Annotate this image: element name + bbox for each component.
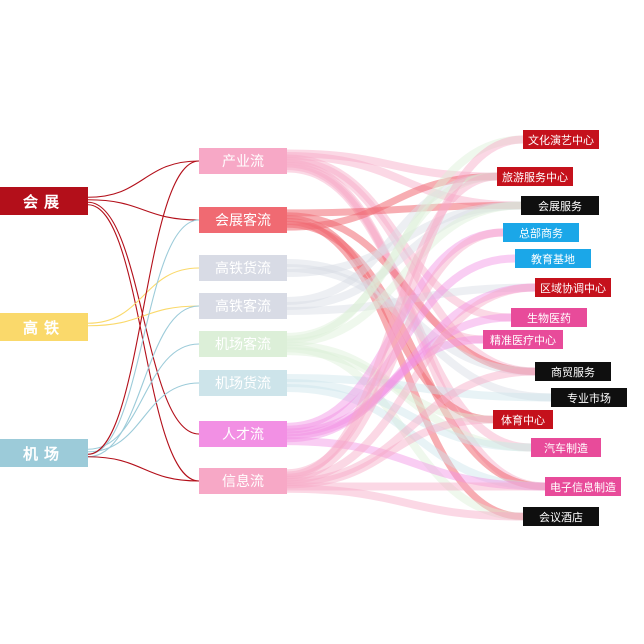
source-node-jichang[interactable]: 机场: [0, 439, 88, 467]
flow-link-m5-t2: [286, 172, 498, 344]
source-link-s1-m7: [87, 201, 200, 435]
target-node-qiche-zhizao[interactable]: 汽车制造: [531, 438, 601, 457]
flow-link-m4-t2: [286, 172, 498, 305]
source-link-s2-m4: [87, 305, 200, 327]
flow-link-m7-t4: [286, 228, 504, 431]
mid-node-xinxiliu[interactable]: 信息流: [199, 468, 287, 494]
target-node-jingzhun-yiliao[interactable]: 精准医疗中心: [483, 330, 563, 349]
mid-node-rencailiu[interactable]: 人才流: [199, 421, 287, 447]
flow-link-m2-t2: [286, 173, 498, 231]
source-link-s3-m4: [87, 305, 200, 458]
source-link-s1-m2: [87, 199, 200, 221]
target-node-lvyou-fuwu[interactable]: 旅游服务中心: [497, 167, 573, 186]
flow-link-m1-t12: [286, 159, 532, 452]
mid-node-jichang-huoliu[interactable]: 机场货流: [199, 370, 287, 396]
target-node-wenhua-yanyi[interactable]: 文化演艺中心: [523, 130, 599, 149]
flow-link-m5-t1: [286, 135, 524, 341]
target-node-huizhan-fuwu[interactable]: 会展服务: [521, 196, 599, 215]
source-link-s1-m1: [87, 160, 200, 198]
mid-node-gaotie-huoliu[interactable]: 高铁货流: [199, 255, 287, 281]
source-node-huizhan[interactable]: 会展: [0, 187, 88, 215]
source-link-s3-m6: [87, 382, 200, 453]
mid-node-huizhan-keliu[interactable]: 会展客流: [199, 207, 287, 233]
flow-link-m5-t11: [286, 341, 494, 424]
flow-link-m8-t14: [286, 484, 524, 521]
flow-link-m5-t12: [286, 347, 532, 452]
target-node-shangmao-fuwu[interactable]: 商贸服务: [535, 362, 611, 381]
flow-link-m3-t10: [286, 264, 552, 402]
source-link-s3-m2: [87, 219, 200, 455]
flow-link-m6-t12: [286, 379, 532, 452]
target-node-quyu-xietiao[interactable]: 区域协调中心: [535, 278, 611, 297]
flow-link-m2-t13: [286, 220, 546, 490]
source-link-s3-m1: [87, 160, 200, 455]
flow-link-m8-t9: [286, 367, 536, 487]
flow-link-m1-t7: [286, 154, 512, 322]
flow-link-m8-t1: [286, 135, 524, 478]
flow-link-m6-t10: [286, 374, 552, 402]
target-node-zhuanye-shichang[interactable]: 专业市场: [551, 388, 627, 407]
flow-link-m8-t11: [286, 415, 494, 489]
target-node-shengwu-yiyao[interactable]: 生物医药: [511, 308, 587, 327]
target-node-huiyi-jiudian[interactable]: 会议酒店: [523, 507, 599, 526]
mid-node-gaotie-keliu[interactable]: 高铁客流: [199, 293, 287, 319]
flow-link-m2-t3: [286, 202, 522, 217]
source-link-s3-m5: [87, 343, 200, 450]
flow-link-m7-t13: [286, 437, 546, 491]
target-node-zongbu-shangwu[interactable]: 总部商务: [503, 223, 579, 242]
flow-link-m6-t13: [286, 384, 546, 491]
target-node-tiyu-zhongxin[interactable]: 体育中心: [493, 410, 553, 429]
target-node-dianzi-xinxi[interactable]: 电子信息制造: [545, 477, 621, 496]
flow-link-m3-t9: [286, 259, 536, 376]
source-link-s2-m3: [87, 267, 200, 324]
flow-link-m7-t8: [286, 335, 484, 443]
mid-node-chanyeliu[interactable]: 产业流: [199, 148, 287, 174]
flow-link-m4-t6: [286, 283, 536, 315]
flow-link-m1-t8: [286, 164, 484, 344]
flow-link-m4-t3: [286, 201, 522, 310]
flow-link-m3-t3: [286, 201, 522, 277]
flow-link-m7-t7: [286, 313, 512, 440]
flow-link-m8-t2: [286, 172, 498, 480]
flow-link-m7-t5: [286, 254, 516, 434]
flow-link-m8-t6: [286, 283, 536, 484]
flow-link-m5-t14: [286, 344, 524, 521]
target-node-jiaoyu-jidi[interactable]: 教育基地: [515, 249, 591, 268]
flow-link-m5-t3: [286, 201, 522, 347]
flow-link-m7-t6: [286, 283, 536, 437]
source-node-gaotie[interactable]: 高铁: [0, 313, 88, 341]
source-link-s1-m8: [87, 204, 200, 482]
mid-node-jichang-keliu[interactable]: 机场客流: [199, 331, 287, 357]
source-link-s3-m8: [87, 456, 200, 482]
flow-link-m8-t4: [286, 228, 504, 482]
